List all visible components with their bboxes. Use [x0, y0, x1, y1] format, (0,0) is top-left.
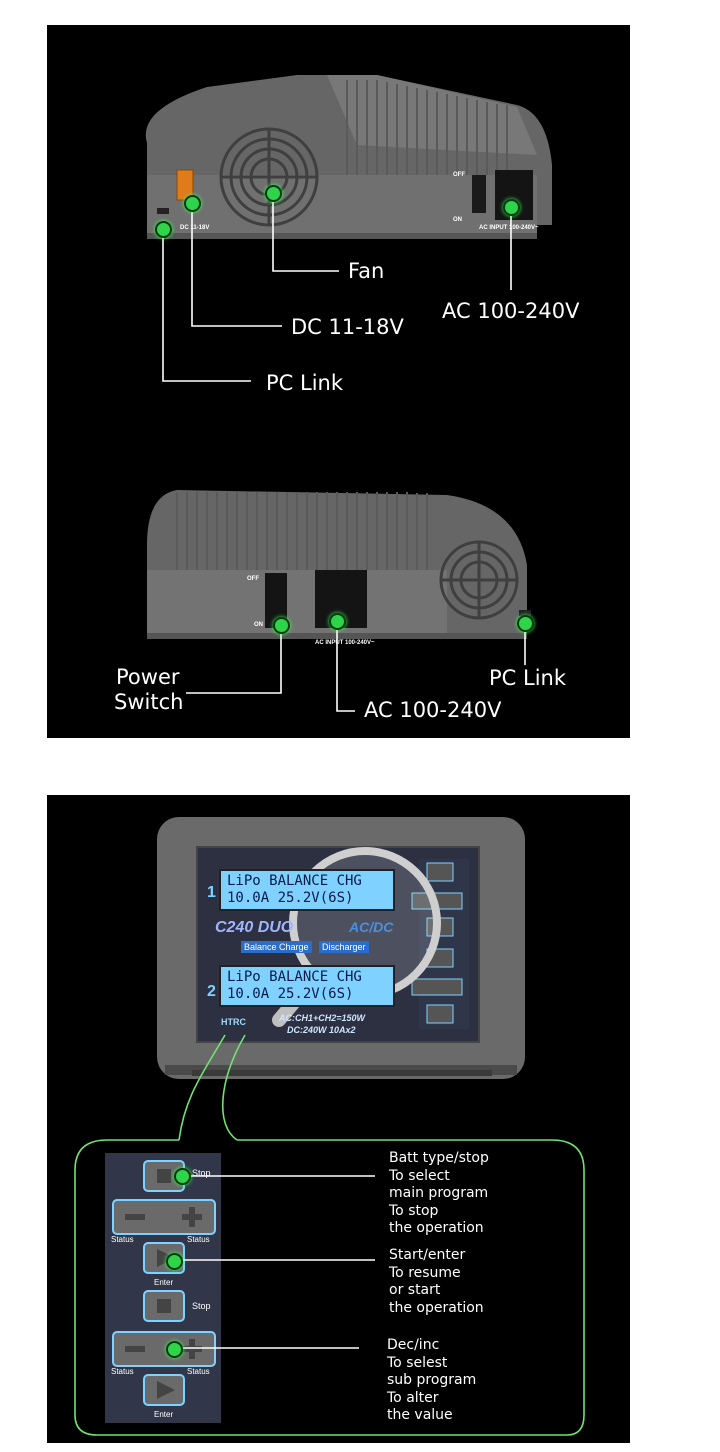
fan-marker: [265, 185, 282, 202]
front-panel-diagram: 1 LiPo BALANCE CHG 10.0A 25.2V(6S) 2 LiP…: [47, 795, 630, 1443]
stop-button-marker: [174, 1168, 191, 1185]
callout-dec-inc: Dec/inc To selest sub program To alter t…: [387, 1337, 476, 1425]
lcd-screen-1: LiPo BALANCE CHG 10.0A 25.2V(6S): [219, 869, 395, 911]
callout-frame: [74, 1034, 585, 1436]
status-left-label-1: Status: [111, 1235, 134, 1244]
power-switch-label-line1: Power: [116, 665, 180, 689]
pc-link-label: PC Link: [266, 371, 344, 395]
side-printed-off: OFF: [247, 576, 259, 582]
batt-type-line: main program: [389, 1185, 489, 1201]
lcd-2-line2: 10.0A 25.2V(6S): [227, 986, 354, 1002]
printed-off: OFF: [453, 172, 465, 178]
spec-dc: DC:240W 10Ax2: [287, 1025, 356, 1035]
dec-inc-line: the value: [387, 1407, 453, 1423]
side-printed-on: ON: [254, 622, 263, 628]
ac-label: AC 100-240V: [442, 299, 580, 323]
batt-type-line: Batt type/stop: [389, 1150, 489, 1166]
lcd-1-line2: 10.0A 25.2V(6S): [227, 890, 354, 906]
status-right-label-2: Status: [187, 1367, 210, 1376]
dec-inc-line: Dec/inc: [387, 1337, 440, 1353]
side-printed-ac-input: AC INPUT 100-240V~: [315, 640, 375, 646]
start-enter-line: the operation: [389, 1299, 484, 1316]
side-pc-link-label: PC Link: [489, 666, 567, 690]
status-left-label-2: Status: [111, 1367, 134, 1376]
batt-type-line: the operation: [389, 1220, 484, 1236]
power-switch-marker: [273, 617, 290, 634]
stop-label-2: Stop: [192, 1301, 211, 1311]
power-switch-label-line2: Switch: [114, 690, 184, 714]
dec-inc-button-marker: [166, 1341, 183, 1358]
callout-start-enter: Start/enter To resume or start the opera…: [389, 1247, 484, 1317]
lcd-2-line1: LiPo BALANCE CHG: [227, 969, 362, 985]
enter-button-marker: [166, 1253, 183, 1270]
fan-grille: [219, 127, 319, 227]
start-enter-line: or start: [389, 1282, 441, 1298]
stop-label-1: Stop: [192, 1168, 211, 1178]
lcd-1-line1: LiPo BALANCE CHG: [227, 873, 362, 889]
leader-lines: [162, 193, 526, 712]
enter-label-2: Enter: [154, 1410, 174, 1419]
channel-1-number: 1: [207, 884, 216, 901]
status-right-label-1: Status: [187, 1235, 210, 1244]
model-name: C240 DUO: [215, 919, 294, 936]
enter-label-1: Enter: [154, 1278, 174, 1287]
batt-type-line: To select: [389, 1167, 450, 1184]
lcd-screen-2: LiPo BALANCE CHG 10.0A 25.2V(6S): [219, 965, 395, 1007]
side-pc-link-marker: [517, 615, 534, 632]
printed-on: ON: [453, 217, 462, 223]
start-enter-line: To resume: [389, 1264, 461, 1281]
start-enter-line: Start/enter: [389, 1247, 466, 1263]
spec-ac: AC:CH1+CH2=150W: [279, 1013, 366, 1023]
dc-label: DC 11-18V: [291, 315, 404, 339]
printed-ac-input: AC INPUT 100-240V~: [479, 225, 539, 231]
connector-diagram-panel: DC 11-18V OFF ON AC INPUT 100-240V~ OFF …: [47, 25, 630, 738]
callout-batt-type: Batt type/stop To select main program To…: [389, 1150, 489, 1238]
side-ac-label: AC 100-240V: [364, 698, 502, 722]
fan-label: Fan: [348, 259, 385, 283]
dec-inc-line: sub program: [387, 1372, 477, 1388]
pc-link-marker: [155, 221, 172, 238]
brand-logo: HTRC: [221, 1017, 246, 1027]
mode-balance-charge: Balance Charge: [241, 941, 312, 953]
ac-marker: [503, 199, 520, 216]
printed-dc: DC 11-18V: [180, 225, 210, 231]
side-ac-marker: [329, 613, 346, 630]
dec-inc-line: To alter: [387, 1389, 439, 1406]
side-fan-grille: [439, 540, 519, 620]
callout-lines: [173, 1175, 375, 1349]
batt-type-line: To stop: [389, 1202, 439, 1219]
model-suffix: AC/DC: [349, 919, 394, 935]
dec-inc-line: To selest: [387, 1354, 448, 1371]
channel-2-number: 2: [207, 983, 216, 1000]
mode-discharger: Discharger: [319, 941, 369, 953]
dc-marker: [184, 195, 201, 212]
device-illustration: [145, 75, 552, 712]
